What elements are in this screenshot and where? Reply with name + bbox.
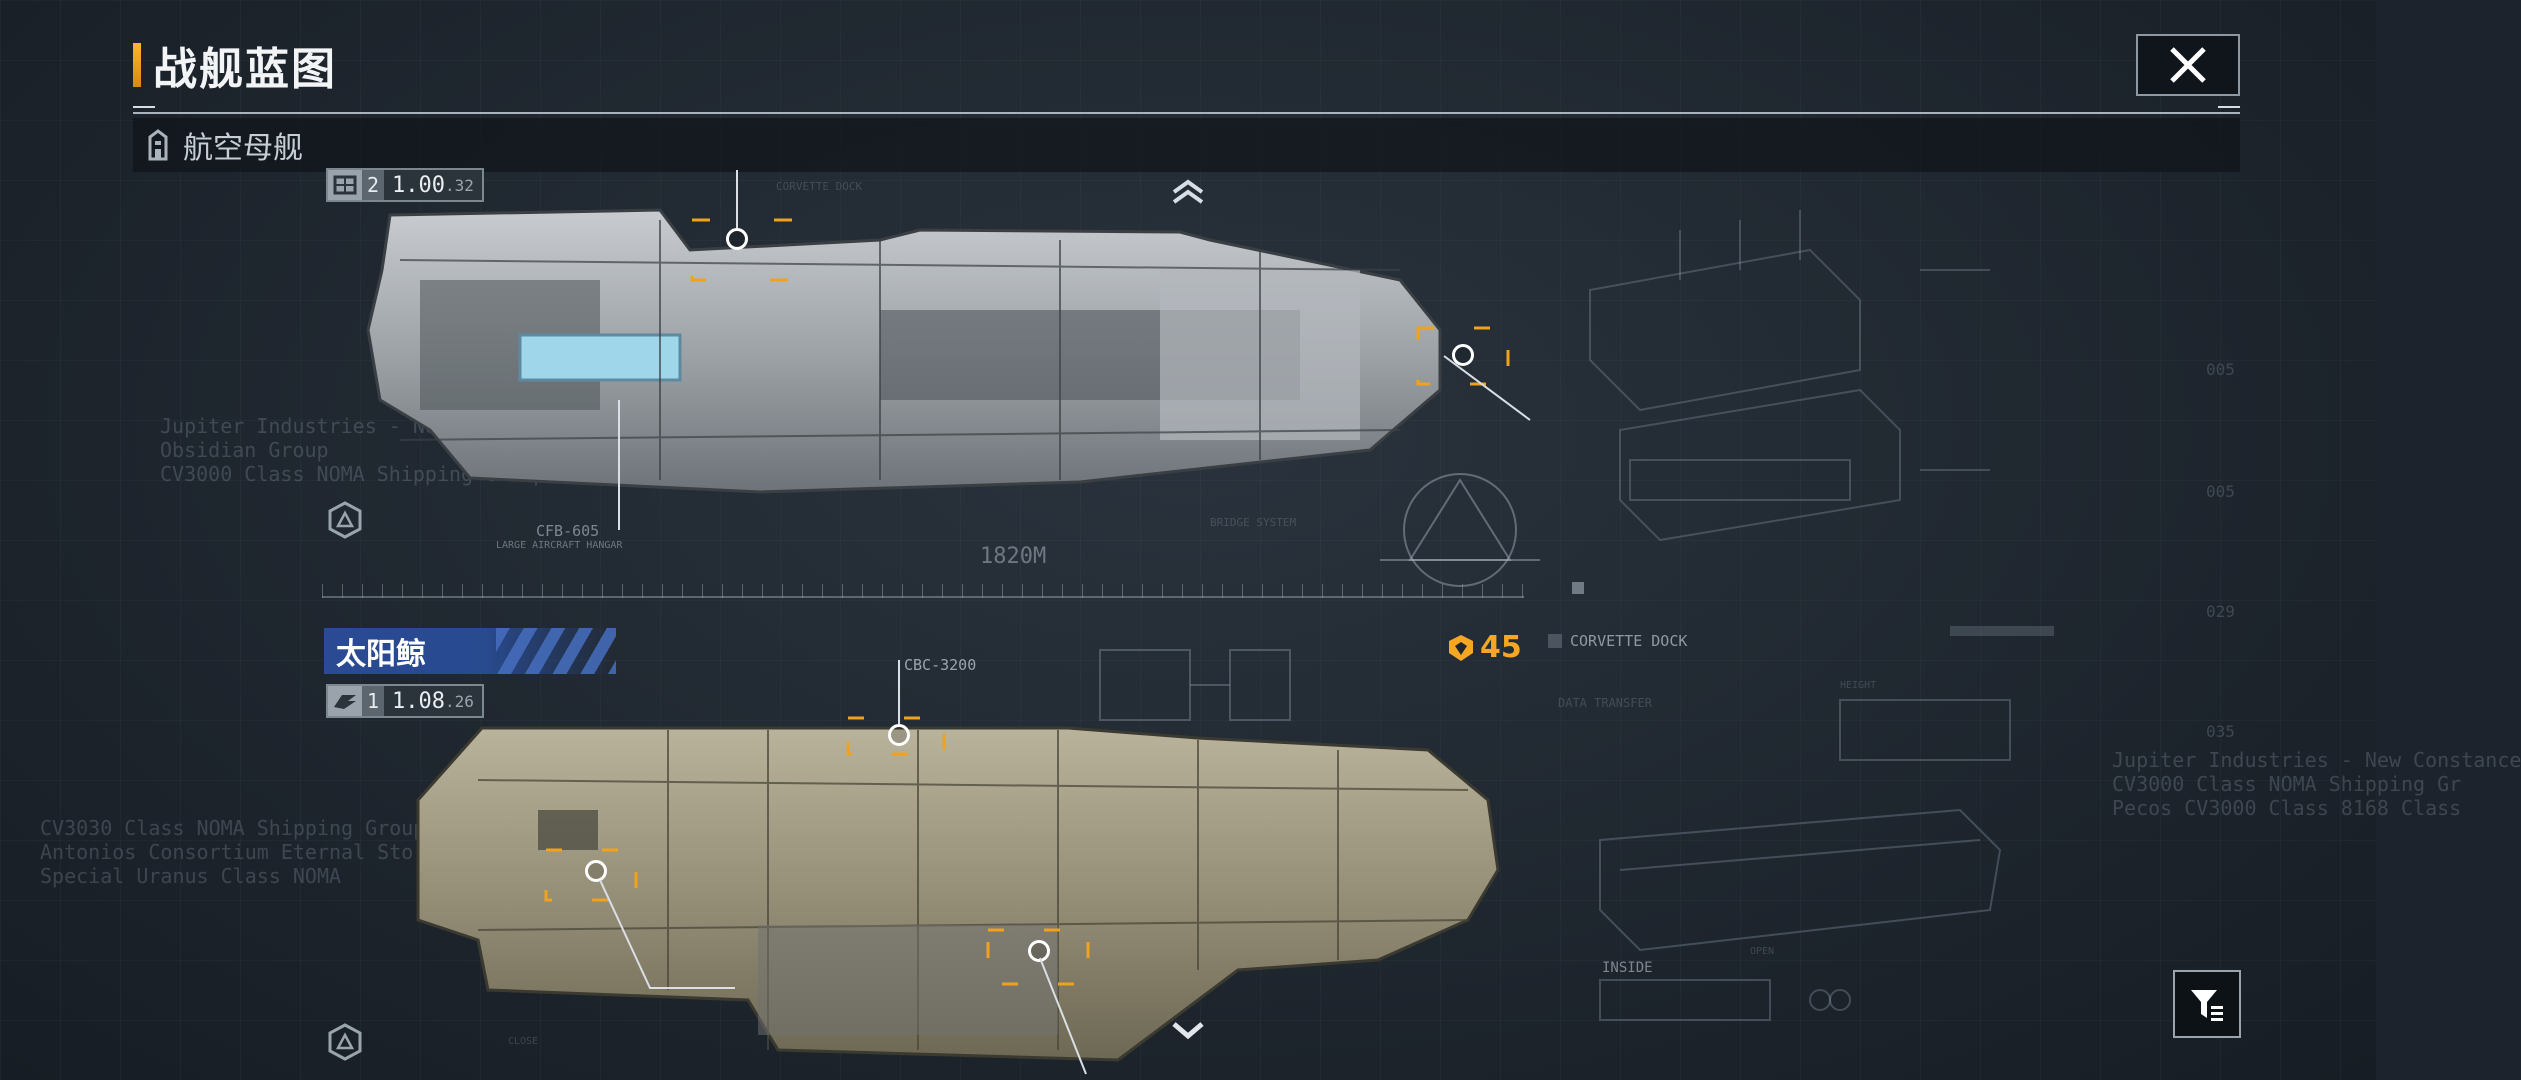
scale-mark: 005 [2206,482,2235,501]
wireframe-schematic [1599,699,2011,1021]
category-label: 航空母舰 [183,131,303,166]
ship-version: 1.08.26 [384,686,482,716]
wireframe-schematic [1099,649,1291,721]
module-label: LARGE AIRCRAFT HANGAR [496,540,623,551]
crest-icon [1449,634,1473,661]
module-hotspot[interactable] [585,860,607,882]
rarity-badge: 45 [1446,630,1522,665]
module-label: BRIDGE SYSTEM [1210,516,1297,529]
module-label: CORVETTE DOCK [776,180,863,193]
ship-card-1[interactable]: 2 1.00.32 [326,168,484,202]
hexagon-info-icon[interactable] [325,500,365,540]
filter-icon [2191,990,2223,1021]
progress-track [1950,626,2054,636]
module-label: CFB-605 [536,522,600,540]
title-accent [133,43,141,87]
close-button[interactable] [2136,34,2240,96]
scale-mark: 029 [2206,602,2235,621]
ship-count: 2 [362,170,384,200]
module-hotspot[interactable] [726,228,748,250]
hexagon-info-icon[interactable] [325,1022,365,1062]
callout-line [1039,957,1087,1075]
module-hotspot[interactable] [1452,344,1474,366]
filter-button[interactable] [2173,970,2241,1038]
header-divider-tick [2218,106,2240,108]
name-tag-stripes [496,628,616,674]
ship-name: 太阳鲸 [336,637,426,672]
targeting-diagram [1380,473,1540,587]
background-text-block: Jupiter Industries - New Constance CV300… [2112,748,2521,820]
ship-blueprint-2[interactable] [416,716,1508,1062]
scale-mark: 005 [2206,360,2235,379]
ship-blueprint-1[interactable] [360,200,1531,510]
page-title: 战舰蓝图 [153,44,337,95]
module-label: DATA TRANSFER [1558,696,1652,710]
module-label: HEIGHT [1840,680,1877,691]
chevron-up-icon[interactable] [1170,178,1206,204]
module-label: CLOSE [508,1036,539,1047]
building-icon [148,129,168,161]
callout-line [898,660,900,724]
ship-stat-chip: 1 1.08.26 [326,684,484,718]
wing-icon [328,686,362,716]
callout-line [618,400,620,530]
module-label: CBC-3200 [904,656,977,674]
title-bar: 战舰蓝图 [133,40,337,95]
ship-card-2[interactable]: 1 1.08.26 [326,684,484,718]
ship-name-tag: 太阳鲸 [324,628,616,674]
header-divider [133,112,2240,114]
ship-version: 1.00.32 [384,170,482,200]
module-hotspot[interactable] [1028,940,1050,962]
dock-label: CORVETTE DOCK [1548,632,1687,650]
header-divider-tick [133,106,155,108]
module-label: INSIDE [1602,960,1653,976]
ship-count: 1 [362,686,384,716]
ship-length: 1820M [980,544,1047,569]
callout-line [599,879,735,989]
ship-stat-chip: 2 1.00.32 [326,168,484,202]
module-label: OPEN [1750,946,1775,957]
rarity-value: 45 [1480,630,1522,665]
dock-marker [1548,634,1562,648]
chevron-down-icon[interactable] [1170,1020,1206,1042]
ruler-marker [1572,582,1584,594]
blueprint-icon [328,170,362,200]
close-icon [2170,47,2206,83]
scale-ruler [322,584,1524,598]
scale-mark: 035 [2206,722,2235,741]
callout-line [736,170,738,228]
module-hotspot[interactable] [888,724,910,746]
category-bar[interactable]: 航空母舰 [133,118,2240,172]
wireframe-schematic [1589,210,1990,542]
